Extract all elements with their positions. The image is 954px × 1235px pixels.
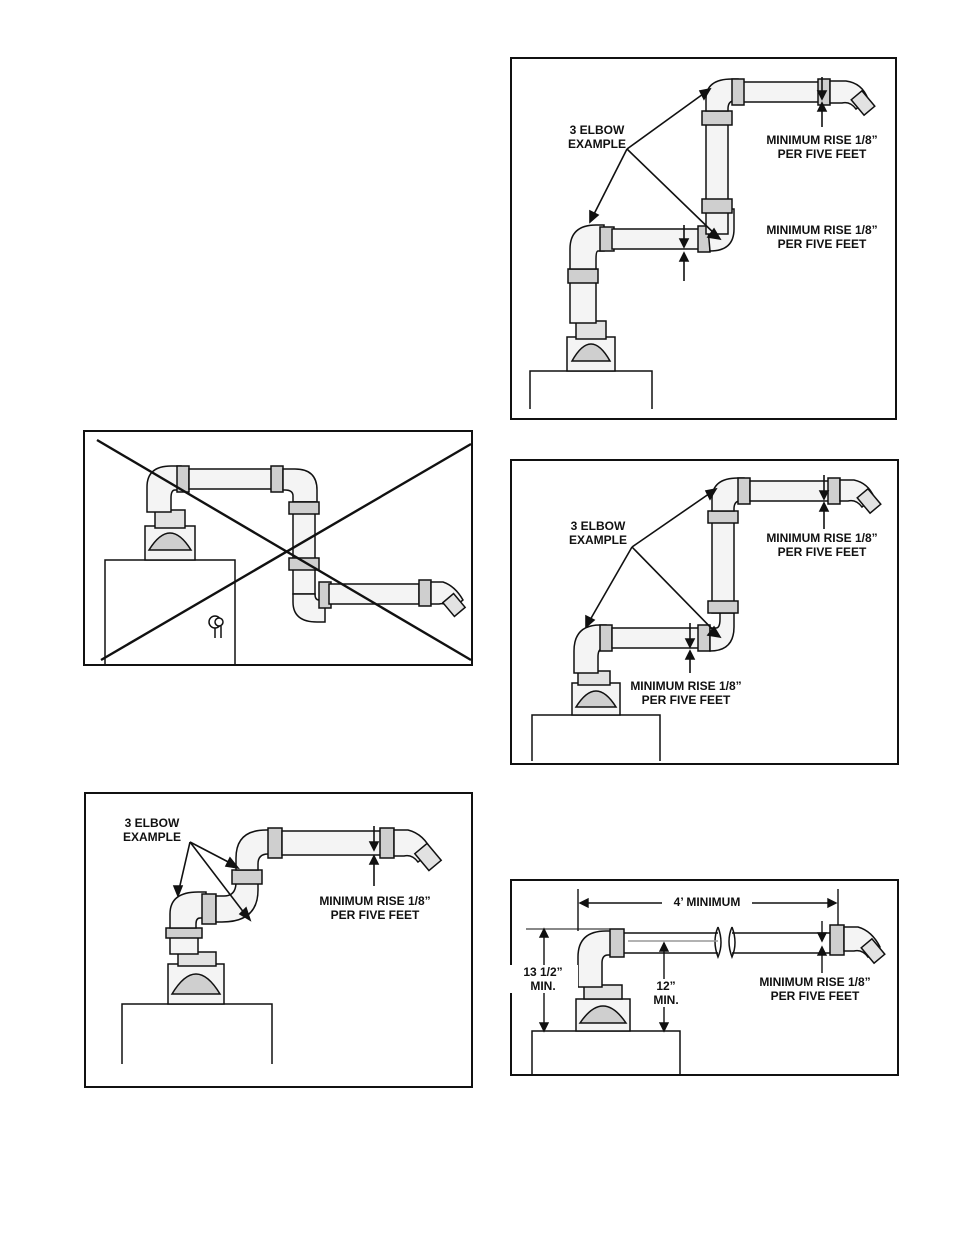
minimum-rise-label: MINIMUM RISE 1/8” PER FIVE FEET xyxy=(740,975,890,1003)
rise-label-line2: PER FIVE FEET xyxy=(752,147,892,161)
rise-label-line2: PER FIVE FEET xyxy=(740,989,890,1003)
rise-label-line1: MINIMUM RISE 1/8” xyxy=(752,531,892,545)
vent-diagram-2 xyxy=(512,461,901,767)
twelve-line1: 12” xyxy=(646,979,686,993)
thirteen-line1: 13 1/2” xyxy=(508,965,578,979)
minimum-rise-label-lower: MINIMUM RISE 1/8” PER FIVE FEET xyxy=(752,223,892,251)
four-min-text: 4’ MINIMUM xyxy=(662,895,752,909)
thirteen-line2: MIN. xyxy=(508,979,578,993)
twelve-line2: MIN. xyxy=(646,993,686,1007)
rise-label-line1: MINIMUM RISE 1/8” xyxy=(300,894,450,908)
elbow-example-label: 3 ELBOW EXAMPLE xyxy=(548,519,648,547)
diagram-panel-1: 3 ELBOW EXAMPLE MINIMUM RISE 1/8” PER FI… xyxy=(510,57,897,420)
elbow-example-label: 3 ELBOW EXAMPLE xyxy=(102,816,202,844)
elbow-label-line2: EXAMPLE xyxy=(548,533,648,547)
diagram-panel-3: 3 ELBOW EXAMPLE MINIMUM RISE 1/8” PER FI… xyxy=(84,792,473,1088)
thirteen-half-min-label: 13 1/2” MIN. xyxy=(508,965,578,993)
minimum-rise-label: MINIMUM RISE 1/8” PER FIVE FEET xyxy=(300,894,450,922)
diagram-panel-incorrect xyxy=(83,430,473,666)
minimum-rise-label-upper: MINIMUM RISE 1/8” PER FIVE FEET xyxy=(752,531,892,559)
diagram-panel-2: 3 ELBOW EXAMPLE MINIMUM RISE 1/8” PER FI… xyxy=(510,459,899,765)
rise-label-line2: PER FIVE FEET xyxy=(300,908,450,922)
rise-label-line1: MINIMUM RISE 1/8” xyxy=(616,679,756,693)
twelve-min-label: 12” MIN. xyxy=(646,979,686,1007)
vent-diagram-incorrect xyxy=(85,432,475,668)
diagram-panel-4: 4’ MINIMUM 13 1/2” MIN. 12” MIN. MINIMUM… xyxy=(510,879,899,1076)
rise-label-line2: PER FIVE FEET xyxy=(752,545,892,559)
elbow-label-line1: 3 ELBOW xyxy=(102,816,202,830)
elbow-label-line2: EXAMPLE xyxy=(552,137,642,151)
elbow-label-line1: 3 ELBOW xyxy=(552,123,642,137)
four-foot-minimum-label: 4’ MINIMUM xyxy=(662,895,752,909)
rise-label-line1: MINIMUM RISE 1/8” xyxy=(752,223,892,237)
elbow-label-line2: EXAMPLE xyxy=(102,830,202,844)
elbow-label-line1: 3 ELBOW xyxy=(548,519,648,533)
rise-label-line1: MINIMUM RISE 1/8” xyxy=(752,133,892,147)
minimum-rise-label-lower: MINIMUM RISE 1/8” PER FIVE FEET xyxy=(616,679,756,707)
minimum-rise-label-upper: MINIMUM RISE 1/8” PER FIVE FEET xyxy=(752,133,892,161)
rise-label-line1: MINIMUM RISE 1/8” xyxy=(740,975,890,989)
rise-label-line2: PER FIVE FEET xyxy=(616,693,756,707)
elbow-example-label: 3 ELBOW EXAMPLE xyxy=(552,123,642,151)
rise-label-line2: PER FIVE FEET xyxy=(752,237,892,251)
